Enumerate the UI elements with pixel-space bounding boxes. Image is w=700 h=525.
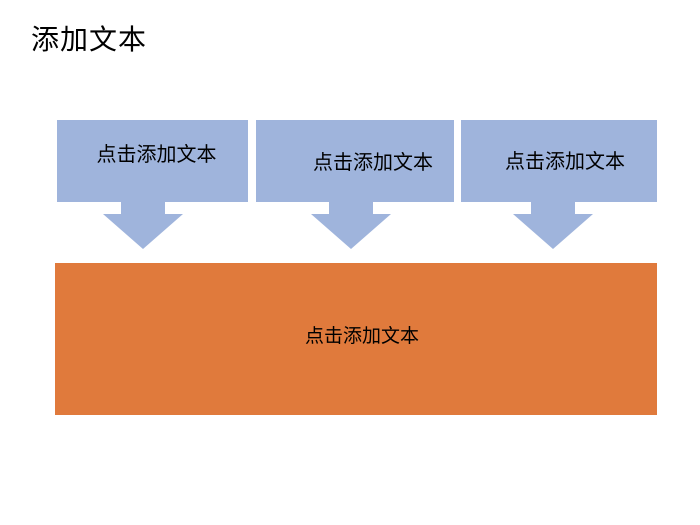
down-arrow-icon (103, 201, 183, 249)
down-arrow-icon (311, 201, 391, 249)
step-box-2[interactable]: 点击添加文本 (256, 120, 454, 202)
slide-title: 添加文本 (31, 24, 148, 55)
result-banner-placeholder-text: 点击添加文本 (304, 325, 419, 347)
step-box-2-placeholder-text: 点击添加文本 (313, 152, 433, 174)
result-banner[interactable]: 点击添加文本 (55, 263, 657, 415)
step-box-3[interactable]: 点击添加文本 (461, 120, 657, 202)
step-box-3-placeholder-text: 点击添加文本 (505, 151, 625, 173)
step-box-1[interactable]: 点击添加文本 (57, 120, 248, 202)
down-arrow-icon (513, 201, 593, 249)
step-box-1-placeholder-text: 点击添加文本 (96, 144, 217, 166)
